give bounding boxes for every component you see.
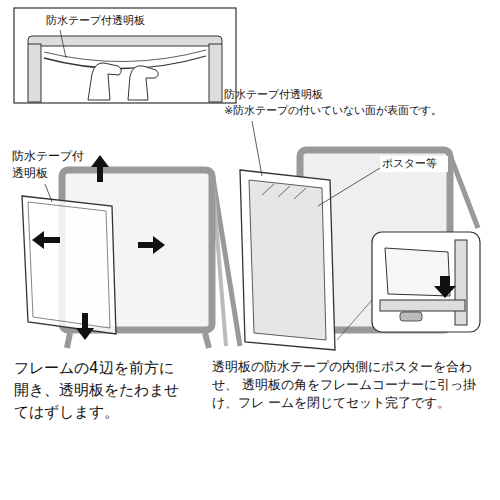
back-leg xyxy=(450,155,478,228)
arrow-up xyxy=(91,155,109,182)
poster xyxy=(249,180,326,340)
part-label: 防水テープ付透明板 xyxy=(224,87,344,103)
arrow-down xyxy=(434,276,456,298)
right-stand xyxy=(240,121,480,350)
hand-right xyxy=(128,66,158,100)
frame-top-rail xyxy=(28,36,222,46)
frame-left-post xyxy=(28,44,41,102)
bent-board-edge xyxy=(44,50,206,62)
back-leg xyxy=(212,172,240,346)
inset-detail xyxy=(14,8,236,103)
part-label: 防水テープ付透明板 xyxy=(46,13,156,29)
gloss-mark xyxy=(262,184,274,195)
front-leg xyxy=(67,333,70,348)
arrow-down xyxy=(76,313,94,340)
open-arrows xyxy=(32,155,165,340)
inset-border xyxy=(14,8,236,103)
hand-left xyxy=(88,63,121,100)
transparent-board xyxy=(240,170,335,350)
frame-right-post xyxy=(209,44,222,102)
leader-line xyxy=(45,184,52,202)
left-stand xyxy=(22,170,240,348)
gloss-mark xyxy=(294,188,306,199)
leader-line xyxy=(252,121,262,176)
zoom-inset xyxy=(372,232,480,332)
instruction-text: 透明板の防水テープの内側にポスターを合わせ、 透明板の角をフレームコーナーに引っ… xyxy=(212,358,494,412)
instruction-text: フレームの4辺を前方に 開き、透明板をたわませ てはずします。 xyxy=(14,358,182,423)
note-text: ※防水テープの付いていない面が表面です。 xyxy=(224,103,464,119)
bent-board xyxy=(44,56,206,69)
arrow-left xyxy=(32,231,60,249)
frame-corner-rail xyxy=(380,300,465,311)
zoom-line xyxy=(337,300,372,340)
leader-line xyxy=(60,30,66,58)
front-leg xyxy=(205,333,209,348)
transparent-board xyxy=(22,196,116,334)
gloss-mark xyxy=(278,186,290,197)
part-label: 防水テープ付 透明板 xyxy=(12,148,90,183)
corner-clip xyxy=(400,312,422,321)
part-label: ポスター等 xyxy=(380,156,448,172)
arrow-right xyxy=(138,236,165,254)
frame-corner-post xyxy=(455,240,467,325)
leader-line xyxy=(318,168,380,206)
tape-edge xyxy=(28,202,110,328)
